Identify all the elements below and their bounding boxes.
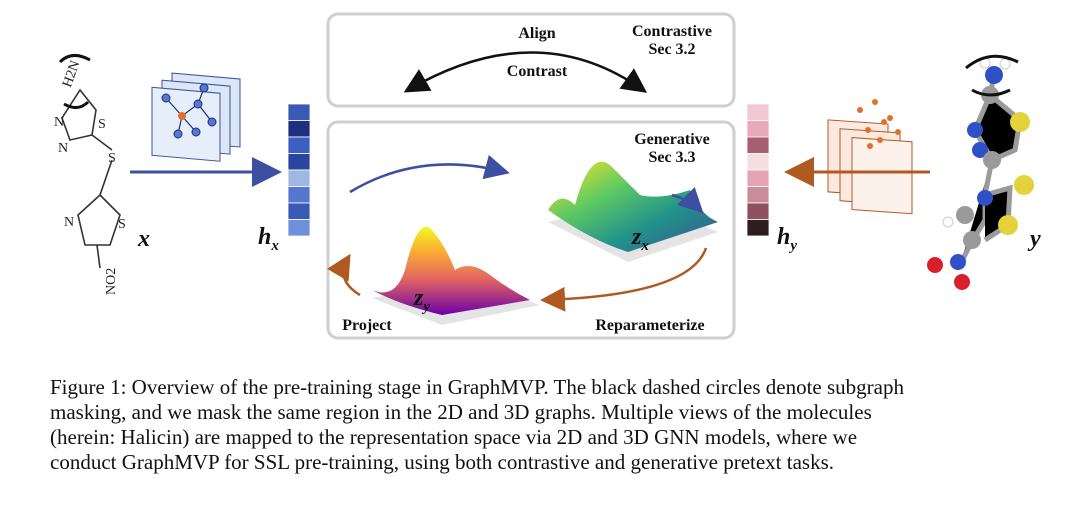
reparameterize-label: Reparameterize [595,317,704,334]
molecule-2d [61,88,121,269]
hy-cell-5 [746,186,770,204]
encode-arrow [349,154,510,194]
atom-h2n: H2N [60,59,83,90]
caption-line-1: Figure 1: Overview of the pre-training s… [50,375,904,399]
caption-line-3: (herein: Halicin) are mapped to the repr… [50,425,858,449]
hx-label: hx [258,224,279,254]
representation-hx [287,103,311,237]
contrastive-section: Sec 3.2 [648,41,695,58]
generative-section: Sec 3.3 [648,149,695,166]
hy-cell-4 [746,169,770,187]
contrastive-box [326,12,736,108]
hy-cell-3 [746,153,770,171]
hx-cell-7 [287,219,311,237]
project-label: Project [342,317,392,334]
hx-cell-3 [287,153,311,171]
mask-circle-2d [58,54,91,109]
representation-hy [746,103,770,237]
contrast-label: Contrast [507,63,568,80]
atom-no2: NO2 [104,268,119,295]
sample-arrow [671,187,704,214]
project-arrow [327,253,361,297]
hy-cell-0 [746,103,770,121]
molecule-y-label: y [1027,226,1041,252]
hx-cell-4 [287,169,311,187]
hy-label: hy [777,224,797,254]
graph-views-3d [827,99,913,215]
atom-s2: S [108,151,116,166]
caption-line-4: conduct GraphMVP for SSL pre-training, u… [50,450,835,474]
graph-views-2d [151,72,241,162]
zx-surface [548,161,718,262]
atom-s1: S [98,117,106,132]
hx-cell-1 [287,120,311,138]
hy-cell-7 [746,219,770,237]
reparameterize-arrow [540,247,708,312]
atom-s3: S [118,217,126,232]
overview-figure: Contrastive Sec 3.2 Align Contrast Gener… [54,12,1041,340]
hy-cell-1 [746,120,770,138]
zy-surface [372,226,540,325]
zy-label: zy [413,285,430,315]
hx-cell-6 [287,202,311,220]
hy-cell-2 [746,136,770,154]
atom-n1: N [54,115,64,130]
caption-line-2: masking, and we mask the same region in … [50,400,872,424]
molecule-x-label: x [137,226,150,252]
align-label: Align [518,25,555,42]
hx-cell-5 [287,186,311,204]
zx-label: zx [631,224,649,254]
hx-cell-0 [287,103,311,121]
generative-box [326,120,736,340]
mask-circle-3d [965,54,1019,97]
atom-n2: N [58,141,68,156]
contrastive-arrow [403,51,648,93]
hx-cell-2 [287,136,311,154]
molecule-3d [927,57,1034,290]
figure-caption: Figure 1: Overview of the pre-training s… [50,375,1050,475]
generative-title: Generative [634,131,710,148]
contrastive-title: Contrastive [632,23,712,40]
atom-n3: N [64,215,74,230]
hy-cell-6 [746,202,770,220]
